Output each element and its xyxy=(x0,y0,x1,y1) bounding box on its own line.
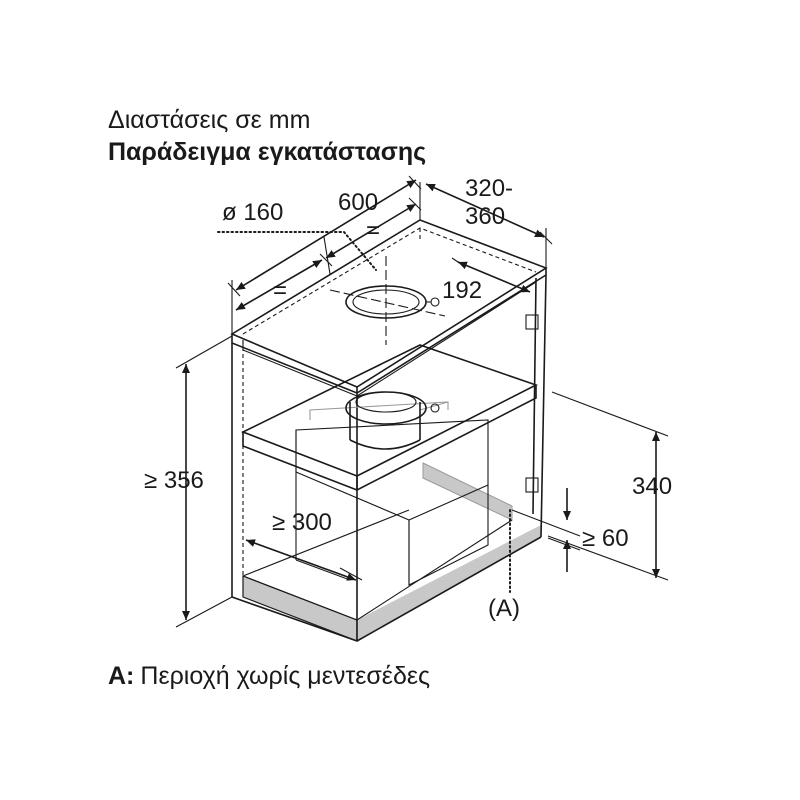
hinge-lower xyxy=(525,477,539,493)
dim-depth-line1: 320- xyxy=(465,175,513,202)
zone-a-label: (A) xyxy=(488,595,520,622)
dim-duct-offset: 192 xyxy=(442,277,482,304)
duct-opening-top xyxy=(345,285,440,319)
legend-line: A:Περιοχή χωρίς μεντεσέδες xyxy=(108,662,430,690)
dim-cabinet-width: 600 xyxy=(338,189,378,216)
dimension-bottom-clearance xyxy=(511,488,581,572)
legend-key: A: xyxy=(108,662,134,690)
hood-body xyxy=(295,419,489,586)
dim-bottom-clearance: ≥ 60 xyxy=(582,525,629,552)
diagram-title: Παράδειγμα εγκατάστασης xyxy=(108,138,426,166)
hinge-free-zone-rear xyxy=(357,525,541,641)
dimension-cabinet-height xyxy=(175,335,233,628)
dim-inner-depth: ≥ 300 xyxy=(272,509,332,536)
dim-shelf-height: 340 xyxy=(632,473,672,500)
hinge-free-zone-side xyxy=(422,462,513,521)
dim-equal-left: = xyxy=(273,277,287,304)
dim-depth-line2: 360 xyxy=(465,203,505,230)
dim-duct-diameter: ø 160 xyxy=(222,199,283,226)
dim-equal-top: = xyxy=(366,217,380,244)
dimension-duct-offset xyxy=(451,257,531,293)
units-note: Διαστάσεις σε mm xyxy=(108,106,310,134)
dimension-depth xyxy=(425,183,553,268)
duct-pipe-shelf xyxy=(345,391,440,450)
dimension-inner-depth xyxy=(245,539,363,581)
hinge-upper xyxy=(525,314,539,330)
hinge-free-zone-front xyxy=(242,575,358,642)
legend-text: Περιοχή χωρίς μεντεσέδες xyxy=(140,662,430,690)
dim-cabinet-height: ≥ 356 xyxy=(144,467,204,494)
dimension-width xyxy=(227,175,422,334)
